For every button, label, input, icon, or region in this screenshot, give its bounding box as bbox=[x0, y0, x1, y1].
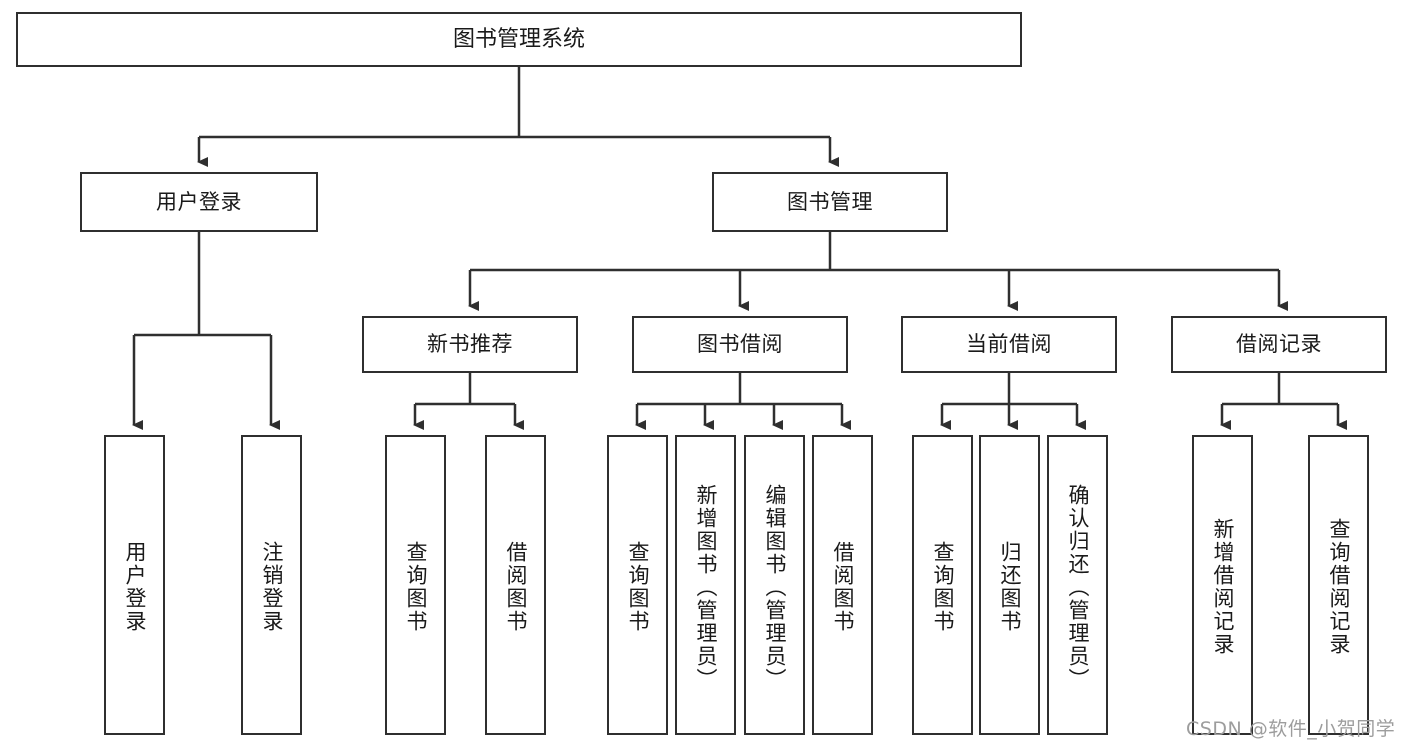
node-label: 查询借阅记录 bbox=[1327, 518, 1351, 656]
node-label: 当前借阅 bbox=[966, 332, 1052, 357]
node-root-book-management-system[interactable]: 图书管理系统 bbox=[16, 12, 1022, 67]
leaf-recommend-query-book[interactable]: 查询图书 bbox=[385, 435, 446, 735]
leaf-borrow-add-book-admin[interactable]: 新增图书（管理员） bbox=[675, 435, 736, 735]
node-label: 新书推荐 bbox=[427, 332, 513, 357]
leaf-recommend-borrow-book[interactable]: 借阅图书 bbox=[485, 435, 546, 735]
leaf-borrow-query-book[interactable]: 查询图书 bbox=[607, 435, 668, 735]
leaf-user-login-logout[interactable]: 注销登录 bbox=[241, 435, 302, 735]
node-label: 图书借阅 bbox=[697, 332, 783, 357]
node-new-book-recommend[interactable]: 新书推荐 bbox=[362, 316, 578, 373]
node-label: 用户登录 bbox=[156, 189, 242, 214]
node-label: 借阅图书 bbox=[504, 541, 528, 633]
node-label: 借阅图书 bbox=[831, 541, 855, 633]
leaf-record-add-borrow-record[interactable]: 新增借阅记录 bbox=[1192, 435, 1253, 735]
node-borrow-record[interactable]: 借阅记录 bbox=[1171, 316, 1387, 373]
node-label: 注销登录 bbox=[260, 541, 284, 633]
leaf-borrow-edit-book-admin[interactable]: 编辑图书（管理员） bbox=[744, 435, 805, 735]
node-label: 新增图书（管理员） bbox=[694, 483, 718, 691]
watermark-text: CSDN @软件_小贺同学 bbox=[1186, 718, 1396, 740]
node-user-login[interactable]: 用户登录 bbox=[80, 172, 318, 232]
node-label: 查询图书 bbox=[931, 541, 955, 633]
node-label: 归还图书 bbox=[998, 541, 1022, 633]
node-book-borrow[interactable]: 图书借阅 bbox=[632, 316, 848, 373]
leaf-borrow-borrow-book[interactable]: 借阅图书 bbox=[812, 435, 873, 735]
node-label: 图书管理 bbox=[787, 189, 873, 214]
node-label: 查询图书 bbox=[404, 541, 428, 633]
leaf-current-return-book[interactable]: 归还图书 bbox=[979, 435, 1040, 735]
leaf-current-query-book[interactable]: 查询图书 bbox=[912, 435, 973, 735]
node-label: 借阅记录 bbox=[1236, 332, 1322, 357]
node-book-management[interactable]: 图书管理 bbox=[712, 172, 948, 232]
node-label: 编辑图书（管理员） bbox=[763, 483, 787, 691]
node-label: 图书管理系统 bbox=[452, 26, 585, 52]
leaf-record-query-borrow-record[interactable]: 查询借阅记录 bbox=[1308, 435, 1369, 735]
leaf-user-login-login[interactable]: 用户登录 bbox=[104, 435, 165, 735]
node-current-borrow[interactable]: 当前借阅 bbox=[901, 316, 1117, 373]
node-label: 新增借阅记录 bbox=[1211, 518, 1235, 656]
node-label: 查询图书 bbox=[626, 541, 650, 633]
leaf-current-confirm-return-admin[interactable]: 确认归还（管理员） bbox=[1047, 435, 1108, 735]
node-label: 用户登录 bbox=[123, 541, 147, 633]
node-label: 确认归还（管理员） bbox=[1066, 483, 1090, 691]
